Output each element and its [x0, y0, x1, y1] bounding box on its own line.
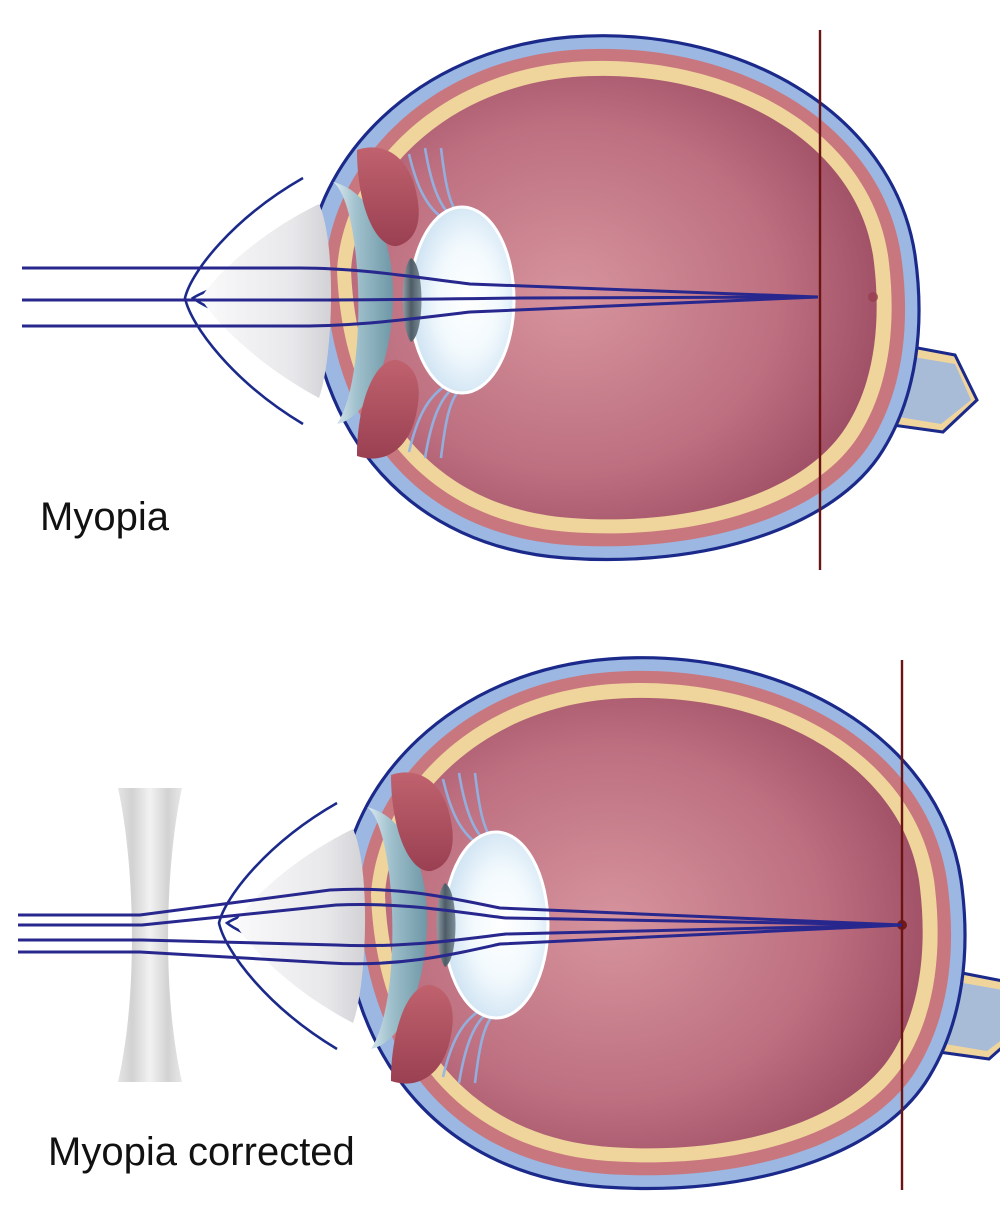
panel-myopia-corrected: Myopia corrected — [18, 656, 1000, 1191]
macula — [868, 292, 878, 302]
light-ray-2 — [22, 295, 819, 302]
ciliary-body-upper — [391, 772, 453, 872]
iris — [333, 182, 394, 424]
ciliary-body-lower — [391, 984, 453, 1084]
pupil — [436, 883, 456, 967]
cornea-outer-curve — [183, 176, 304, 426]
caption-myopia-corrected: Myopia corrected — [48, 1130, 355, 1174]
light-ray-3 — [22, 295, 819, 328]
light-ray-1 — [18, 887, 903, 927]
anterior-chamber — [235, 829, 366, 1023]
light-ray-4 — [18, 923, 903, 966]
light-ray-3 — [18, 923, 903, 948]
crystalline-lens — [442, 830, 550, 1020]
panel-myopia: Myopia — [22, 30, 979, 570]
caption-myopia: Myopia — [40, 495, 170, 539]
corrective-concave-lens — [118, 788, 182, 1082]
ciliary-body-lower — [357, 359, 419, 459]
iris — [367, 807, 428, 1049]
vitreous-body — [385, 697, 923, 1149]
light-rays-myopia — [22, 266, 819, 328]
light-ray-2 — [18, 902, 903, 927]
light-rays-myopia-corrected — [18, 887, 903, 966]
ciliary-body-upper — [357, 147, 419, 247]
cornea-outer-curve — [217, 801, 338, 1051]
light-ray-1 — [22, 266, 819, 299]
eyeball-myopia-corrected — [217, 656, 1000, 1191]
